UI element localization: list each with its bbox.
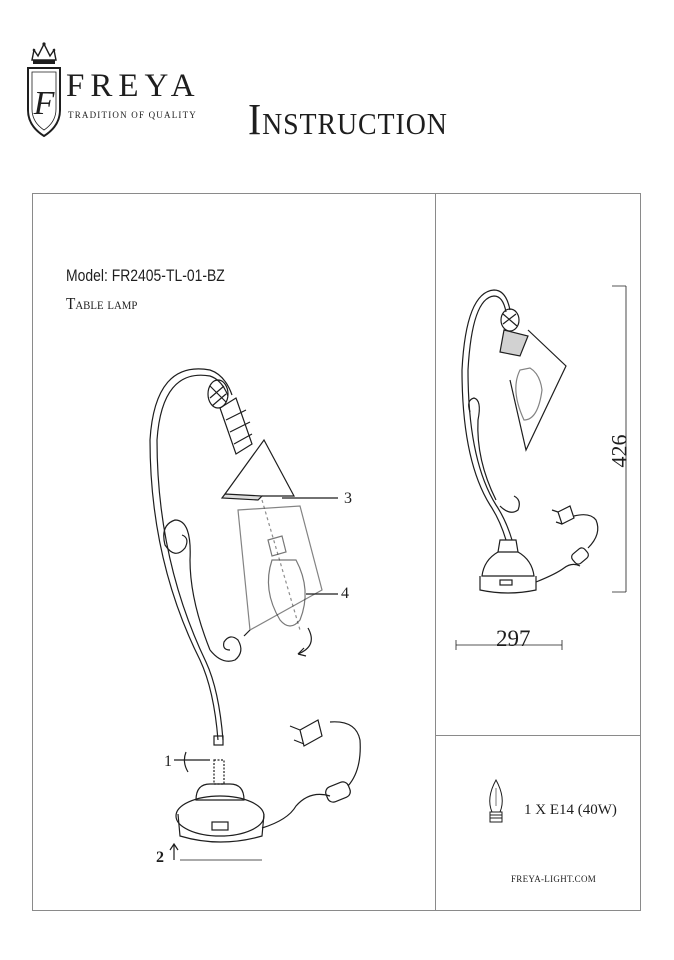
dimension-height: 426 xyxy=(606,434,632,468)
brand-name: FREYA xyxy=(66,68,201,104)
exploded-lamp-drawing xyxy=(149,368,361,861)
model-number: Model: FR2405-TL-01-BZ xyxy=(66,266,225,285)
dimension-width: 297 xyxy=(496,626,531,651)
website-url: FREYA-LIGHT.COM xyxy=(511,874,597,884)
horizontal-divider xyxy=(435,735,641,736)
callout-1: 1 xyxy=(164,753,172,770)
content-frame xyxy=(32,193,641,911)
dimension-lines xyxy=(455,285,627,650)
bulb-spec: 1 X E14 (40W) xyxy=(524,802,617,818)
vertical-divider xyxy=(435,193,436,911)
brand-logo: F FREYA TRADITION OF QUALITY xyxy=(24,40,196,140)
callout-4: 4 xyxy=(341,585,349,602)
brand-tagline: TRADITION OF QUALITY xyxy=(68,110,197,120)
callout-2: 2 xyxy=(156,849,164,866)
product-type: Table lamp xyxy=(66,294,138,313)
page-title: Instruction xyxy=(248,95,448,144)
crown-shield-icon xyxy=(27,42,61,138)
bulb-icon xyxy=(489,778,503,823)
logo-monogram: F xyxy=(33,85,56,122)
callout-3: 3 xyxy=(344,490,352,507)
assembled-lamp-drawing xyxy=(461,289,599,594)
